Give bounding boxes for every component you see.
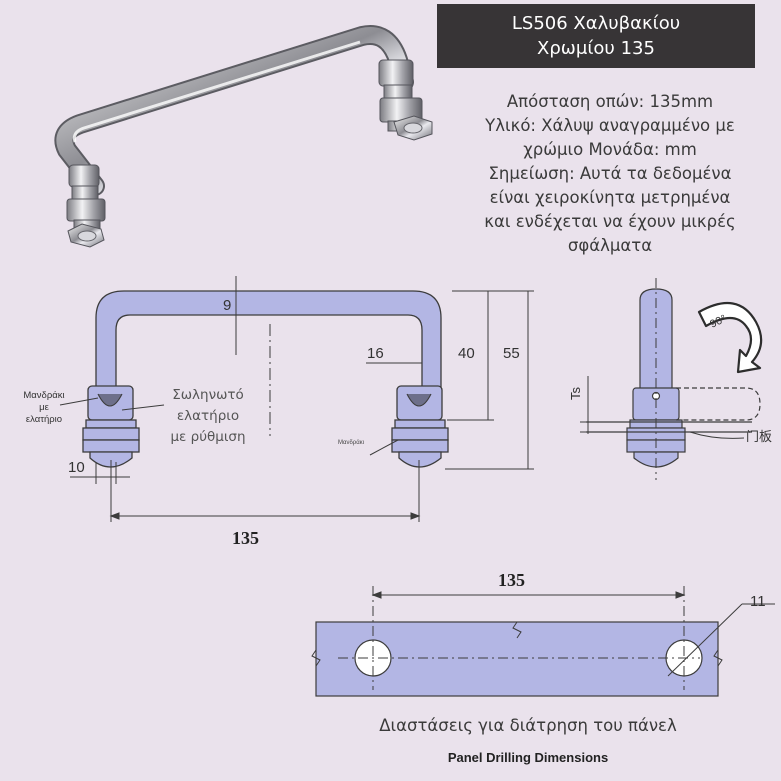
drilling-panel xyxy=(315,621,719,697)
dim-16: 16 xyxy=(367,345,384,362)
title-line-1: LS506 Χαλυβακίου xyxy=(511,13,681,34)
side-view-annotations xyxy=(580,278,745,480)
label-spring-tube-3: με ρύθμιση xyxy=(170,429,245,445)
info-line: είναι χειροκίνητα μετρημένα xyxy=(489,188,731,207)
front-view-drawing xyxy=(82,290,449,468)
title-box: LS506 Χαλυβακίου Χρωμίου 135 xyxy=(437,4,755,68)
info-line: Σημείωση: Αυτά τα δεδομένα xyxy=(488,164,732,183)
spec-info: Απόσταση οπών: 135mm Υλικό: Χάλυψ αναγρα… xyxy=(440,90,780,258)
dim-135-drilling: 135 xyxy=(498,570,525,590)
info-line: Απόσταση οπών: 135mm xyxy=(506,92,714,111)
rotation-arrow-icon: 90° xyxy=(697,302,763,374)
drilling-dimensions xyxy=(311,586,775,690)
info-line: σφάλματα xyxy=(567,236,653,255)
dim-135-front: 135 xyxy=(232,528,259,548)
label-spring-tube-1: Σωληνωτό xyxy=(172,387,244,403)
product-photo-handle xyxy=(54,25,433,248)
front-view-dimension-labels: 9 16 40 55 10 135 Μανδράκι με ελατήριο Σ… xyxy=(23,297,519,548)
dim-tube-9: 9 xyxy=(223,297,231,314)
label-washer-spring-1: Μανδράκι xyxy=(23,390,64,401)
info-line: και ενδέχεται να έχουν μικρές xyxy=(484,212,736,231)
dim-ts: Ts xyxy=(568,387,583,401)
info-line: Υλικό: Χάλυψ αναγραμμένο με xyxy=(485,116,735,135)
drilling-caption: Διαστάσεις για διάτρηση του πάνελ xyxy=(379,716,677,735)
drilling-caption-en: Panel Drilling Dimensions xyxy=(447,750,609,765)
dim-40: 40 xyxy=(458,345,475,362)
panel-label: 门板 xyxy=(746,429,772,444)
dim-55: 55 xyxy=(503,345,520,362)
label-washer-spring-3: ελατήριο xyxy=(26,414,62,425)
label-spring-tube-2: ελατήριο xyxy=(177,408,239,424)
dim-11: 11 xyxy=(750,593,766,610)
title-line-2: Χρωμίου 135 xyxy=(537,38,655,59)
dim-10: 10 xyxy=(68,459,85,476)
label-washer-spring-2: με xyxy=(39,402,49,413)
info-line: χρώμιο Μονάδα: mm xyxy=(523,140,697,159)
front-view-dimensions xyxy=(59,276,534,522)
label-washer: Μανδράκι xyxy=(338,439,365,446)
